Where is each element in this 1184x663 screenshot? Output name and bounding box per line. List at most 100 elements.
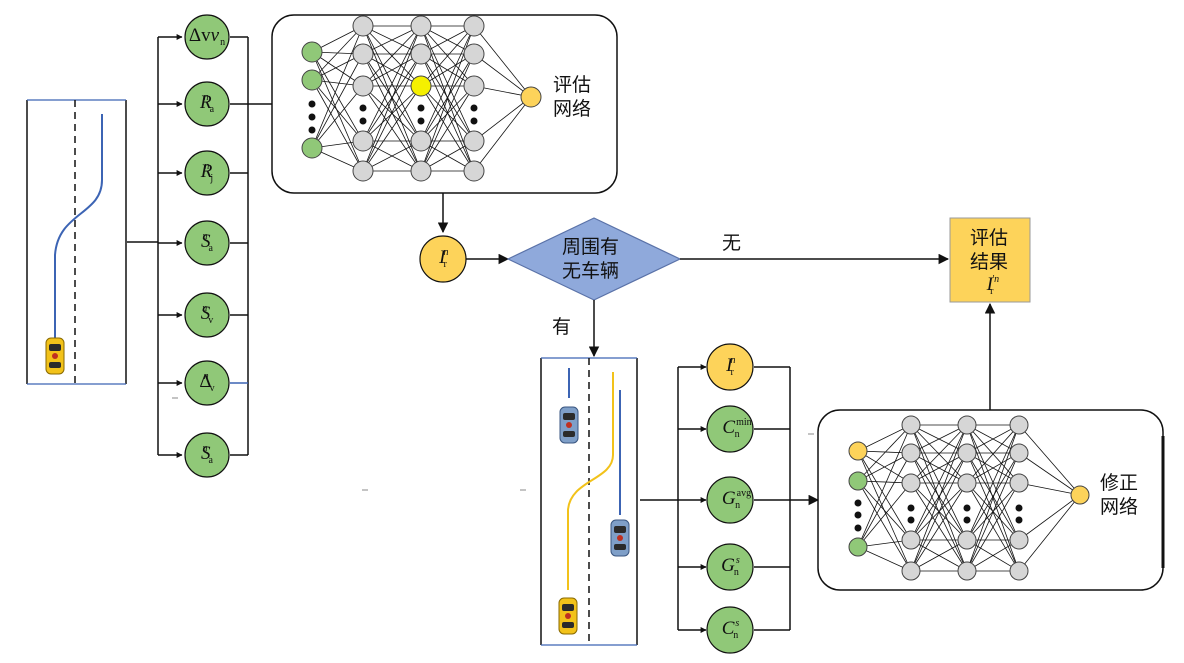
ellipsis-dot	[359, 117, 367, 125]
result-text-line2: 结果	[970, 251, 1009, 273]
network-edge	[362, 53, 422, 87]
network-edge	[362, 25, 422, 87]
evaluation-network-label-line2: 网络	[553, 98, 592, 120]
network-edge	[311, 79, 364, 172]
evaluation-result-box	[949, 217, 1031, 303]
result-variable: I′nr	[986, 274, 1000, 297]
neuron	[848, 537, 868, 557]
input-label-5: Snv	[200, 303, 214, 326]
result-text-line1: 评估	[970, 227, 1009, 249]
ego-car-icon	[45, 337, 65, 375]
ellipsis-dot	[1015, 504, 1023, 512]
correction-network-label-line2: 网络	[1100, 496, 1139, 518]
network-edge	[857, 450, 912, 541]
decision-diamond	[506, 217, 682, 301]
input-node-3	[184, 150, 230, 196]
ellipsis-dot	[470, 104, 478, 112]
network-edge	[857, 424, 912, 548]
neuron	[463, 15, 485, 37]
neuron	[1009, 415, 1029, 435]
branch-label-yes: 有	[552, 316, 572, 338]
network-edge	[473, 96, 532, 142]
neuron	[1009, 561, 1029, 581]
ir-node-label: Inr	[439, 247, 449, 270]
neuron	[901, 415, 921, 435]
input-node-1	[184, 14, 230, 60]
corr-label-3: Gavgn	[721, 488, 752, 511]
ellipsis-dot	[417, 104, 425, 112]
network-edge	[1018, 494, 1081, 541]
input-node-5	[184, 292, 230, 338]
network-edge	[420, 25, 475, 87]
corr-label-4: Gsn	[721, 555, 740, 578]
network-edge	[857, 482, 912, 548]
network-edge	[857, 452, 912, 548]
input-label-3: Rnj	[200, 161, 214, 184]
ellipsis-dot	[359, 104, 367, 112]
neuron	[1009, 473, 1029, 493]
network-edge	[473, 96, 532, 172]
network-edge	[966, 482, 1020, 572]
neuron	[957, 473, 977, 493]
network-edge	[420, 25, 475, 142]
network-edge	[857, 424, 912, 452]
neuron	[901, 530, 921, 550]
neuron	[352, 75, 374, 97]
network-edge	[857, 452, 912, 482]
network-edge	[910, 424, 968, 541]
road-panel-bottom	[540, 357, 638, 646]
neuron	[301, 69, 323, 91]
network-edge	[910, 424, 968, 572]
ellipsis-dot	[854, 499, 862, 507]
corr-label-1: Inr	[726, 355, 736, 378]
decision-text-line1: 周围有	[562, 236, 620, 258]
network-edge	[1018, 424, 1081, 496]
input-node-2	[184, 81, 230, 127]
evaluation-network-label-line1: 评估	[553, 74, 592, 96]
neuron	[901, 443, 921, 463]
neuron	[957, 443, 977, 463]
neuron	[410, 130, 432, 152]
neuron	[1070, 485, 1090, 505]
neuron	[463, 160, 485, 182]
network-edge	[473, 53, 532, 98]
network-edge	[966, 452, 1020, 484]
network-edge	[910, 452, 968, 484]
network-edge	[1018, 494, 1081, 572]
network-edge	[857, 546, 912, 572]
input-bus	[157, 34, 272, 458]
network-edge	[966, 424, 1020, 541]
input-label-4: Sna	[201, 231, 213, 254]
network-edge	[420, 53, 475, 172]
input-node-6	[184, 360, 230, 406]
neuron	[463, 130, 485, 152]
neuron	[1009, 530, 1029, 550]
network-edge	[857, 480, 912, 541]
ellipsis-dot	[854, 524, 862, 532]
corr-node-2	[706, 405, 754, 453]
network-edge	[311, 25, 364, 81]
network-edge	[966, 452, 1020, 541]
correction-bus	[677, 364, 820, 633]
evaluation-network	[301, 15, 542, 182]
input-label-7: Sna	[201, 443, 213, 466]
network-edge	[362, 25, 422, 55]
neuron	[352, 130, 374, 152]
network-edge	[311, 53, 364, 149]
input-label-6: Δnv	[199, 371, 215, 394]
neuron	[410, 160, 432, 182]
neuron	[901, 561, 921, 581]
ellipsis-dot	[963, 516, 971, 524]
corr-node-5	[706, 606, 754, 654]
network-edge	[311, 51, 364, 142]
network-edge	[1018, 452, 1081, 496]
corr-label-5: Csn	[721, 618, 740, 641]
neuron	[1009, 443, 1029, 463]
neuron	[957, 561, 977, 581]
network-edge	[966, 424, 1020, 484]
correction-network-label-line1: 修正	[1100, 472, 1139, 494]
other-car-icon-2	[610, 519, 630, 557]
network-edge	[910, 424, 968, 454]
neuron	[301, 137, 323, 159]
